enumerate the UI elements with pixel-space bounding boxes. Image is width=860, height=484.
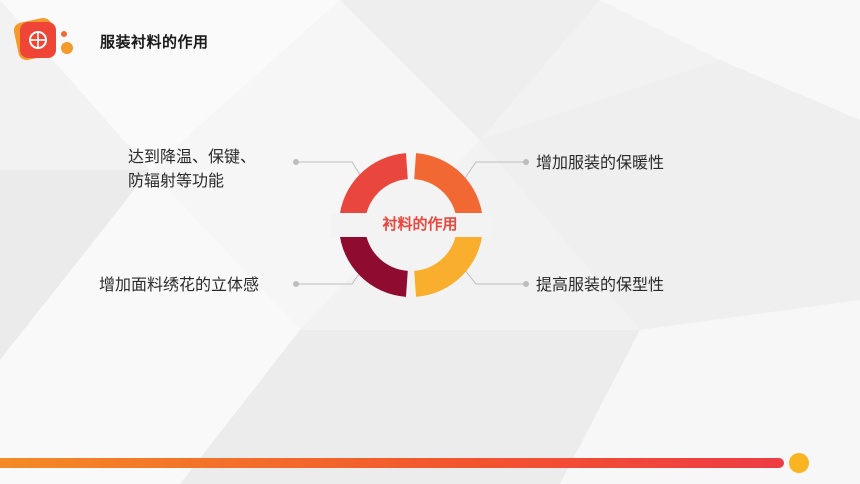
connector-top-left-dot — [293, 159, 299, 165]
ring-segment-top-right — [414, 153, 483, 222]
item-label-top-left: 达到降温、保键、防辐射等功能 — [128, 147, 257, 190]
item-label-bottom-left: 增加面料绣花的立体感 — [99, 275, 260, 294]
connector-bottom-left — [296, 269, 363, 285]
page-title: 服装衬料的作用 — [100, 33, 209, 51]
connector-bottom-left-dot — [293, 281, 299, 287]
item-label-top-right: 增加服装的保暖性 — [536, 153, 665, 172]
connector-top-right — [464, 161, 526, 179]
connector-top-left — [296, 161, 363, 179]
item-label-bottom-right: 提高服装的保型性 — [536, 275, 665, 294]
ring-segment-top-left — [339, 153, 408, 222]
connector-bottom-right-dot — [523, 281, 529, 287]
center-hole — [366, 180, 456, 270]
connector-top-right-dot — [523, 159, 529, 165]
center-label: 衬料的作用 — [382, 215, 458, 233]
ring-segment-bottom-right — [414, 228, 483, 297]
footer-accent-dot — [789, 453, 809, 473]
app-logo — [13, 17, 73, 61]
connector-bottom-right — [464, 269, 526, 285]
ring-segment-bottom-left — [339, 228, 408, 297]
footer-accent-bar — [0, 458, 784, 468]
